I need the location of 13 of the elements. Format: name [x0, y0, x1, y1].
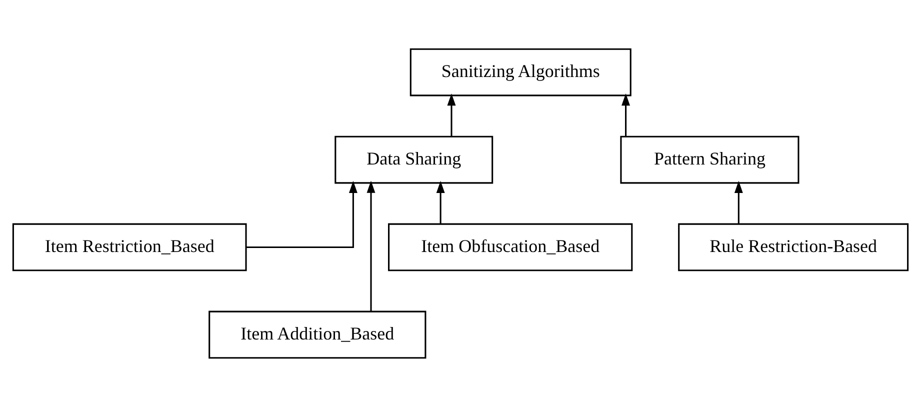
arrow: [246, 180, 358, 248]
arrow: [366, 180, 376, 311]
node-box: Data Sharing: [334, 135, 494, 184]
arrow: [622, 92, 630, 136]
node-box: Item Restriction_Based: [12, 222, 247, 271]
node-box: Pattern Sharing: [620, 135, 800, 184]
arrow: [436, 180, 445, 224]
arrow: [447, 92, 456, 136]
node-box: Item Addition_Based: [208, 310, 426, 358]
arrow: [734, 180, 743, 224]
node-box: Rule Restriction-Based: [678, 222, 909, 271]
node-box: Item Obfuscation_Based: [388, 222, 633, 271]
node-box: Sanitizing Algorithms: [410, 48, 632, 96]
